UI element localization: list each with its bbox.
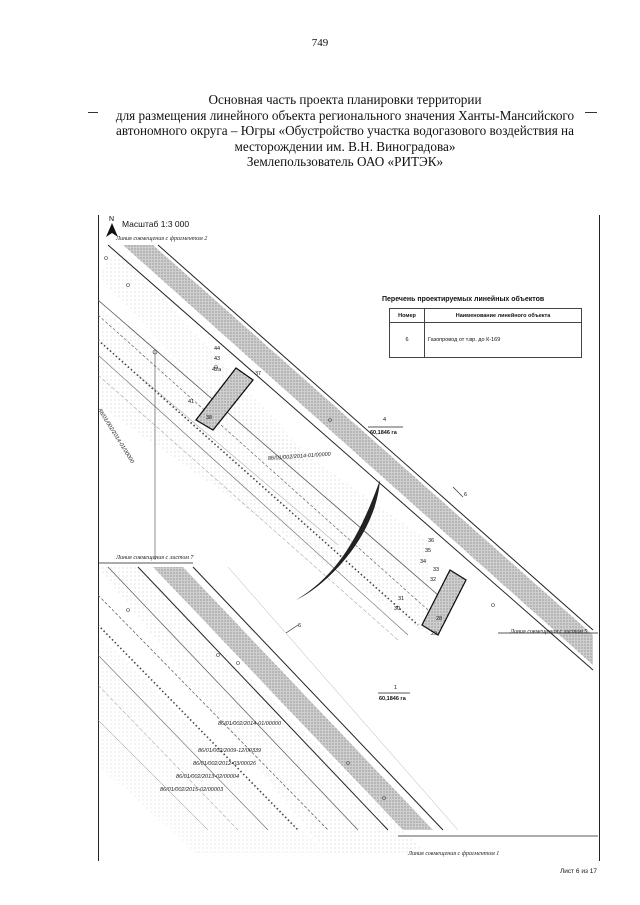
survey-point xyxy=(126,283,130,287)
point-label: 34 xyxy=(420,559,426,565)
point-label: 37 xyxy=(255,371,261,377)
road-corridor xyxy=(123,245,593,665)
table-row: 6 Газопровод от т.вр. до К-169 xyxy=(389,322,582,358)
boundary-line xyxy=(98,719,209,831)
object-name: Газопровод от т.вр. до К-169 xyxy=(424,322,582,358)
point-label: 41 xyxy=(188,399,194,405)
leader-line xyxy=(285,624,299,634)
survey-point xyxy=(346,761,350,765)
cadastral-number: 86/01/002/2012-03/00026 xyxy=(193,761,257,767)
corridor-edge xyxy=(157,244,594,631)
lower-fragment: 6 1 60,1846 га 86/01/002/2014-01/00000 8… xyxy=(98,566,459,855)
dotted-area xyxy=(98,635,328,855)
point-label: 42a xyxy=(212,367,222,373)
cadastral-number: 86/01/002/2014-01/00000 xyxy=(218,721,282,727)
page-number: 749 xyxy=(311,37,329,49)
objects-table: Номер Наименование линейного объекта 6 Г… xyxy=(389,308,582,358)
match-line-label: Линия совмещения с фрагментом 2 xyxy=(116,236,208,242)
match-line-label: Линия совмещения с листом 5 xyxy=(510,629,588,635)
boundary-line xyxy=(98,684,239,831)
cadastral-number: 86/01/002/2013-02/00004 xyxy=(176,774,239,780)
boundary-line xyxy=(107,566,359,831)
corridor-edge xyxy=(107,244,594,671)
north-label: N xyxy=(109,216,114,223)
column-header: Наименование линейного объекта xyxy=(424,308,582,323)
north-arrow-icon: N xyxy=(106,216,118,237)
point-label: 43 xyxy=(214,356,220,362)
pipeline-route xyxy=(98,339,419,626)
objects-table-title: Перечень проектируемых линейных объектов xyxy=(382,296,545,303)
survey-point xyxy=(491,603,495,607)
frame-tick xyxy=(585,112,597,113)
map-scale: Масштаб 1:3 000 xyxy=(122,219,190,229)
frame-tick xyxy=(88,112,98,113)
survey-point xyxy=(236,661,240,665)
title-line: для размещения линейного объекта региона… xyxy=(115,107,575,123)
area-value: 60,1846 га xyxy=(379,696,407,702)
planning-map: 44 43 42a 41 38 37 36 35 34 33 32 31 30 … xyxy=(98,244,598,855)
title-line: месторождении им. В.Н. Виноградова» xyxy=(234,138,456,154)
area-number: 4 xyxy=(383,417,386,423)
sheet-label: Лист 6 из 17 xyxy=(560,868,597,875)
point-label: 30 xyxy=(394,606,400,612)
easement-area-mid xyxy=(421,569,467,636)
easement-area-top xyxy=(195,367,254,431)
column-header: Номер xyxy=(389,308,425,323)
point-label: 32 xyxy=(430,577,436,583)
boundary-line xyxy=(98,374,399,641)
boundary-line xyxy=(98,354,409,636)
title-line: Основная часть проекта планировки террит… xyxy=(208,92,482,107)
point-label: 28 xyxy=(436,616,442,622)
survey-point xyxy=(328,418,332,422)
survey-point xyxy=(382,796,386,800)
point-label: 36 xyxy=(428,538,434,544)
survey-point xyxy=(126,608,130,612)
road-corridor xyxy=(153,567,433,830)
survey-point xyxy=(104,256,108,260)
survey-point xyxy=(214,365,218,369)
cadastral-number: 86/01/002/2015-02/00003 xyxy=(160,787,224,793)
boundary-line xyxy=(98,654,269,831)
boundary-line xyxy=(98,314,429,611)
survey-point xyxy=(216,653,220,657)
upper-fragment: 44 43 42a 41 38 37 36 35 34 33 32 31 30 … xyxy=(98,244,594,671)
marker-circle xyxy=(152,349,158,355)
point-label: 33 xyxy=(433,567,439,573)
corridor-edge xyxy=(137,566,389,831)
title-line: Землепользователь ОАО «РИТЭК» xyxy=(246,154,444,170)
area-value: 60,1846 га xyxy=(370,430,398,436)
table-header-row: Номер Наименование линейного объекта xyxy=(389,308,582,323)
cadastral-number: 86/01/002/2014-01/00000 xyxy=(268,452,332,462)
point-label: 35 xyxy=(425,548,431,554)
boundary-line xyxy=(227,566,459,831)
object-marker: 6 xyxy=(464,492,467,498)
point-label: 31 xyxy=(398,596,404,602)
object-number: 6 xyxy=(389,322,425,358)
boundary-line xyxy=(98,299,439,596)
point-label: 29 xyxy=(431,631,437,637)
object-marker: 6 xyxy=(298,623,301,629)
corridor-edge xyxy=(192,566,444,831)
point-label: 44 xyxy=(214,346,220,352)
boundary-line xyxy=(137,374,339,546)
match-line-label: Линия совмещения с листом 7 xyxy=(116,555,194,561)
map-frame xyxy=(98,215,600,861)
point-label: 38 xyxy=(206,415,212,421)
area-number: 1 xyxy=(394,685,397,691)
cadastral-number: 86/01/002/2009-12/00339 xyxy=(198,748,261,754)
title-line: автономного округа – Югры «Обустройство … xyxy=(116,123,574,139)
dotted-area xyxy=(98,567,428,855)
leader-line xyxy=(452,486,464,498)
document-title: Основная часть проекта планировки террит… xyxy=(90,92,600,170)
match-line-label: Линия совмещения с фрагментом 1 xyxy=(408,851,500,857)
